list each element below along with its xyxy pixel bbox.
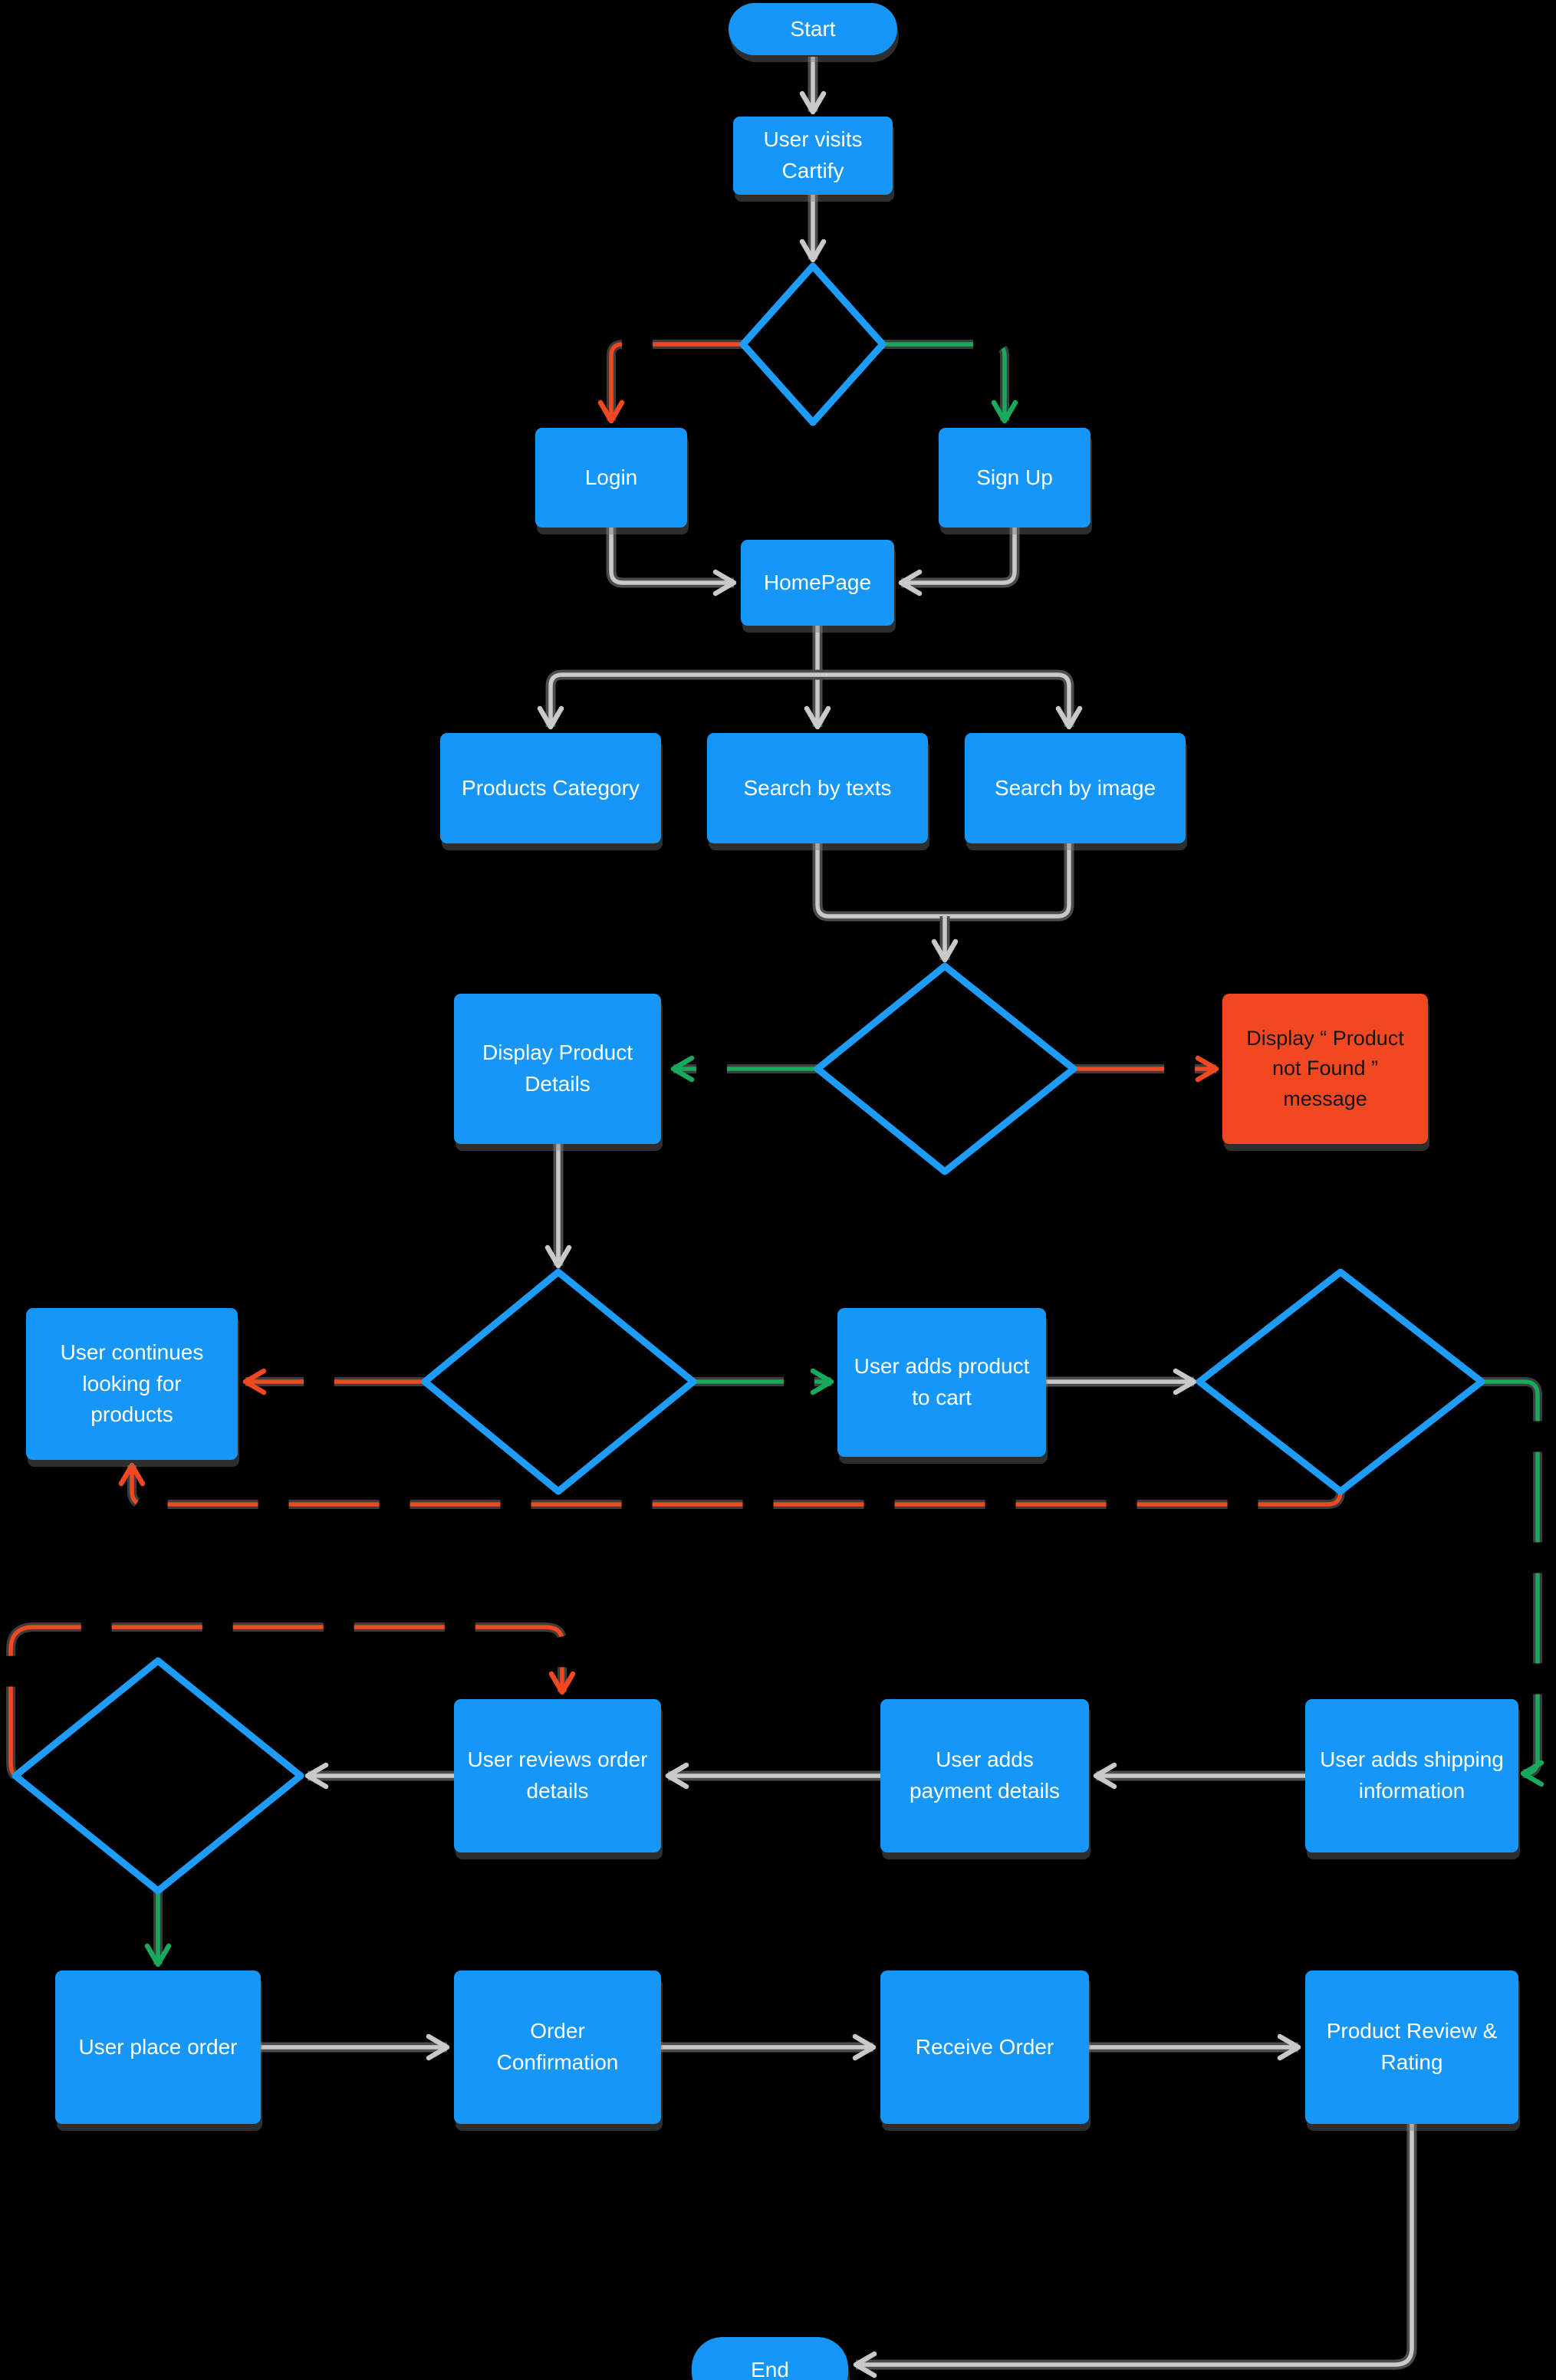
edge-signup-to-homepage <box>901 528 1015 583</box>
node-end[interactable]: End <box>692 2337 848 2380</box>
node-products-category[interactable]: Products Category <box>440 733 661 843</box>
node-search-by-texts-label: Search by texts <box>743 775 892 800</box>
node-user-adds-product-to-cart-label: User adds product to cart <box>854 1354 1030 1409</box>
node-login[interactable]: Login <box>535 428 687 528</box>
node-display-product-details-label: Display Product Details <box>482 1040 633 1096</box>
edge-review-rating-to-end <box>856 2124 1412 2365</box>
node-order-confirmation[interactable]: Order Confirmation <box>454 1971 661 2124</box>
node-user-reviews-order-details-label: User reviews order details <box>467 1747 648 1803</box>
node-homepage-label: HomePage <box>763 570 872 594</box>
node-product-not-found-message[interactable]: Display “ Product not Found ” message <box>1222 994 1428 1144</box>
node-end-label: End <box>751 2357 789 2380</box>
node-user-adds-shipping-information[interactable]: User adds shipping information <box>1305 1699 1518 1852</box>
node-start[interactable]: Start <box>729 3 897 55</box>
node-products-category-label: Products Category <box>462 775 640 800</box>
edge-search-by-image-to-merge <box>945 843 1069 916</box>
decision-confirm-order-diamond[interactable] <box>12 1657 304 1895</box>
node-receive-order[interactable]: Receive Order <box>880 1971 1089 2124</box>
decision-product-found-diamond[interactable] <box>814 962 1077 1175</box>
node-search-by-texts[interactable]: Search by texts <box>707 733 928 843</box>
edge-homepage-to-search-by-image <box>817 675 1069 727</box>
node-user-adds-product-to-cart[interactable]: User adds product to cart <box>837 1308 1046 1457</box>
edge-login-to-homepage <box>611 528 734 583</box>
node-display-product-details[interactable]: Display Product Details <box>454 994 661 1144</box>
node-receive-order-label: Receive Order <box>915 2034 1054 2059</box>
node-order-confirmation-label: Order Confirmation <box>496 2019 619 2074</box>
edge-homepage-to-products-category <box>551 675 817 727</box>
node-user-visits-cartify-label: User visits Cartify <box>763 127 863 182</box>
node-user-continues-looking-label: User continues looking for products <box>60 1340 204 1427</box>
node-user-visits-cartify[interactable]: User visits Cartify <box>733 117 893 195</box>
edge-search-by-texts-to-merge <box>817 843 945 916</box>
node-user-adds-payment-details[interactable]: User adds payment details <box>880 1699 1089 1852</box>
node-user-place-order-label: User place order <box>78 2034 238 2059</box>
node-sign-up-label: Sign Up <box>976 465 1053 489</box>
node-search-by-image-label: Search by image <box>994 775 1156 800</box>
node-user-place-order[interactable]: User place order <box>55 1971 261 2124</box>
decision-add-to-cart-diamond[interactable] <box>421 1268 697 1495</box>
decision-login-or-signup-diamond[interactable] <box>739 262 887 426</box>
node-homepage[interactable]: HomePage <box>741 540 894 626</box>
node-user-continues-looking[interactable]: User continues looking for products <box>26 1308 238 1460</box>
node-product-review-rating-label: Product Review & Rating <box>1326 2019 1498 2074</box>
node-search-by-image[interactable]: Search by image <box>965 733 1186 843</box>
node-user-adds-payment-details-label: User adds payment details <box>909 1747 1061 1803</box>
node-user-reviews-order-details[interactable]: User reviews order details <box>454 1699 661 1852</box>
node-sign-up[interactable]: Sign Up <box>939 428 1091 528</box>
edge-checkout-decision-loop-to-continue-looking <box>132 1465 1341 1504</box>
node-product-not-found-message-label: Display “ Product not Found ” message <box>1246 1027 1404 1110</box>
edge-auth-decision-to-login <box>611 344 743 421</box>
node-start-label: Start <box>790 16 836 41</box>
node-login-label: Login <box>584 465 638 489</box>
node-product-review-rating[interactable]: Product Review & Rating <box>1305 1971 1518 2124</box>
decision-checkout-diamond[interactable] <box>1196 1268 1485 1495</box>
node-user-adds-shipping-information-label: User adds shipping information <box>1320 1747 1504 1803</box>
edge-auth-decision-to-signup <box>883 344 1005 421</box>
